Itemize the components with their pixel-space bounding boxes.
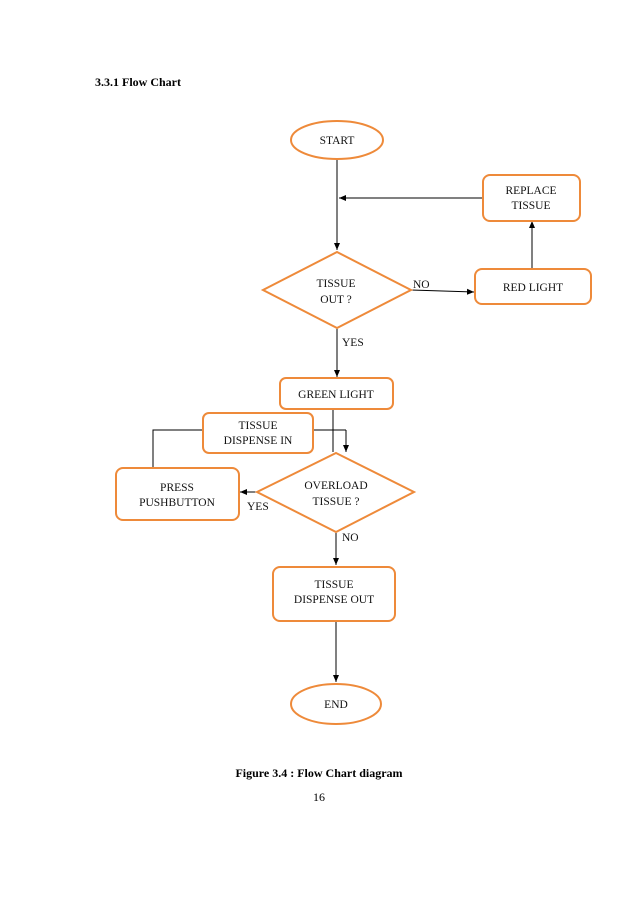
svg-text:GREEN LIGHT: GREEN LIGHT	[298, 389, 374, 401]
tissue-dispense-in-node: TISSUE DISPENSE IN	[202, 412, 314, 454]
edge-no-to-red-light	[410, 288, 475, 295]
svg-text:TISSUE: TISSUE	[317, 278, 356, 290]
svg-text:OUT ?: OUT ?	[320, 294, 351, 306]
press-pushbutton-node: PRESS PUSHBUTTON	[115, 467, 240, 521]
tissue-dispense-out-node: TISSUE DISPENSE OUT	[272, 566, 396, 622]
section-heading: 3.3.1 Flow Chart	[95, 75, 181, 89]
edge-label-no-tissue-out: NO	[413, 279, 430, 291]
figure-caption: Figure 3.4 : Flow Chart diagram	[235, 766, 403, 780]
green-light-node: GREEN LIGHT	[279, 377, 394, 410]
page-number: 16	[313, 790, 325, 804]
replace-tissue-node: REPLACE TISSUE	[482, 174, 581, 222]
edge-label-yes-overload: YES	[247, 501, 269, 513]
connectors	[152, 158, 535, 682]
edge-pushbutton-to-dispense-in	[152, 429, 203, 467]
svg-text:TISSUE: TISSUE	[512, 200, 551, 212]
svg-text:REPLACE: REPLACE	[505, 185, 556, 197]
svg-text:OVERLOAD: OVERLOAD	[304, 480, 367, 492]
svg-text:PUSHBUTTON: PUSHBUTTON	[139, 497, 216, 509]
overload-tissue-decision: OVERLOAD TISSUE ?	[254, 451, 417, 534]
svg-text:PRESS: PRESS	[160, 482, 194, 494]
edge-label-no-overload: NO	[342, 532, 359, 544]
svg-text:TISSUE: TISSUE	[239, 420, 278, 432]
tissue-out-decision: TISSUE OUT ?	[260, 250, 414, 330]
svg-text:DISPENSE IN: DISPENSE IN	[224, 435, 293, 447]
svg-text:TISSUE: TISSUE	[315, 579, 354, 591]
svg-text:START: START	[320, 135, 355, 147]
svg-text:END: END	[324, 699, 348, 711]
edge-label-yes-tissue-out: YES	[342, 337, 364, 349]
start-node: START	[290, 120, 384, 160]
svg-text:RED LIGHT: RED LIGHT	[503, 282, 563, 294]
svg-text:TISSUE ?: TISSUE ?	[313, 496, 360, 508]
end-node: END	[290, 683, 382, 725]
svg-text:DISPENSE OUT: DISPENSE OUT	[294, 594, 374, 606]
red-light-node: RED LIGHT	[474, 268, 592, 305]
